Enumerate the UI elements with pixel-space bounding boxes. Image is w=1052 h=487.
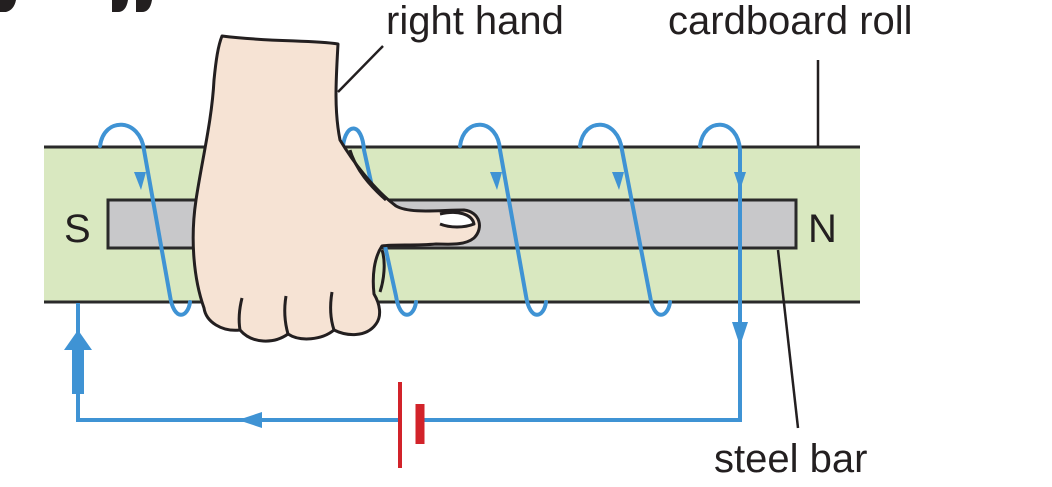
coil-turn-2 [341, 126, 418, 317]
leader-lines [337, 45, 820, 429]
right-hand-illustration [191, 34, 481, 343]
coil-turn-3 [458, 122, 548, 317]
cardboard-roll-label: cardboard roll [668, 0, 913, 43]
wire-down-arrow [732, 322, 748, 346]
coil-windings [98, 122, 742, 317]
battery-icon [398, 382, 425, 468]
coil-turn-1 [98, 122, 192, 317]
steel-bar-label: steel bar [714, 437, 867, 481]
cropped-text-fragment [0, 0, 152, 12]
circuit-wire [76, 300, 742, 422]
wire-left-arrow [238, 412, 262, 428]
coil-turn-4 [578, 122, 672, 317]
steel-bar-leader [776, 249, 800, 429]
right-hand-leader [337, 45, 384, 93]
pole-south-label: S [64, 207, 91, 251]
pole-north-label: N [808, 207, 837, 251]
right-hand-label: right hand [386, 0, 564, 43]
coil-turn-5 [698, 122, 742, 302]
coil-direction-arrows [134, 172, 746, 190]
current-up-arrow [64, 330, 92, 394]
